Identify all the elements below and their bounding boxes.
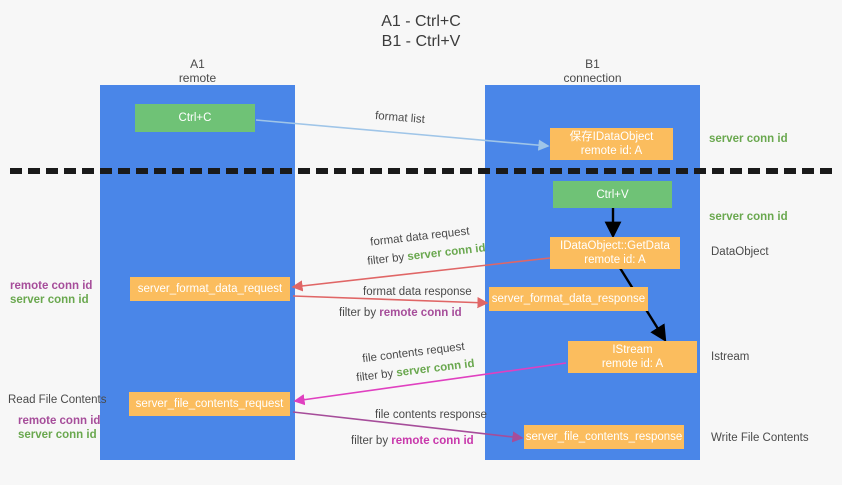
box-server-file-contents-request[interactable]: server_file_contents_request — [129, 392, 290, 416]
remote-conn-id-text: remote conn id — [379, 307, 462, 319]
left-label-server-conn-id-bottom: server conn id — [18, 429, 97, 441]
edge-label-file-contents-response-filter: filter by remote conn id — [351, 434, 474, 448]
edge-label-format-data-response-filter: filter by remote conn id — [339, 306, 462, 320]
page-title: A1 - Ctrl+C B1 - Ctrl+V — [381, 13, 461, 50]
box-server-file-contents-response[interactable]: server_file_contents_response — [524, 425, 684, 449]
box-ctrl-c[interactable]: Ctrl+C — [135, 104, 255, 132]
edge-label-format-data-response: format data response — [363, 286, 472, 298]
box-server-format-data-request[interactable]: server_format_data_request — [130, 277, 290, 301]
right-label-write-file-contents: Write File Contents — [711, 432, 809, 444]
server-conn-id-text: server conn id — [395, 357, 476, 380]
edge-label-format-list: format list — [374, 110, 426, 126]
right-label-dataobject: DataObject — [711, 246, 769, 258]
box-server-format-data-response[interactable]: server_format_data_response — [489, 287, 648, 311]
filter-by-text: filter by — [339, 307, 380, 319]
server-conn-id-text: server conn id — [406, 242, 487, 264]
box-istream[interactable]: IStream remote id: A — [568, 341, 697, 373]
lane-header-b1: B1 connection — [563, 57, 622, 85]
remote-conn-id-text: remote conn id — [391, 435, 474, 447]
edge-label-file-contents-response: file contents response — [375, 409, 487, 421]
left-label-read-file-contents: Read File Contents — [8, 394, 107, 406]
filter-by-text: filter by — [355, 367, 398, 385]
left-label-server-conn-id-mid: server conn id — [10, 294, 89, 306]
lane-header-a1: A1 remote — [178, 57, 217, 85]
left-label-remote-conn-id-mid: remote conn id — [10, 280, 93, 292]
right-label-istream: Istream — [711, 351, 750, 363]
right-label-server-conn-id-top: server conn id — [709, 133, 788, 145]
right-label-server-conn-id-mid: server conn id — [709, 211, 788, 223]
left-label-remote-conn-id-bottom: remote conn id — [18, 415, 101, 427]
box-ctrl-v[interactable]: Ctrl+V — [553, 181, 672, 208]
phase-divider — [10, 168, 832, 174]
filter-by-text: filter by — [366, 251, 409, 268]
filter-by-text: filter by — [351, 435, 392, 447]
box-save-idataobject[interactable]: 保存IDataObject remote id: A — [550, 128, 673, 160]
box-idataobject-getdata[interactable]: IDataObject::GetData remote id: A — [550, 237, 680, 269]
